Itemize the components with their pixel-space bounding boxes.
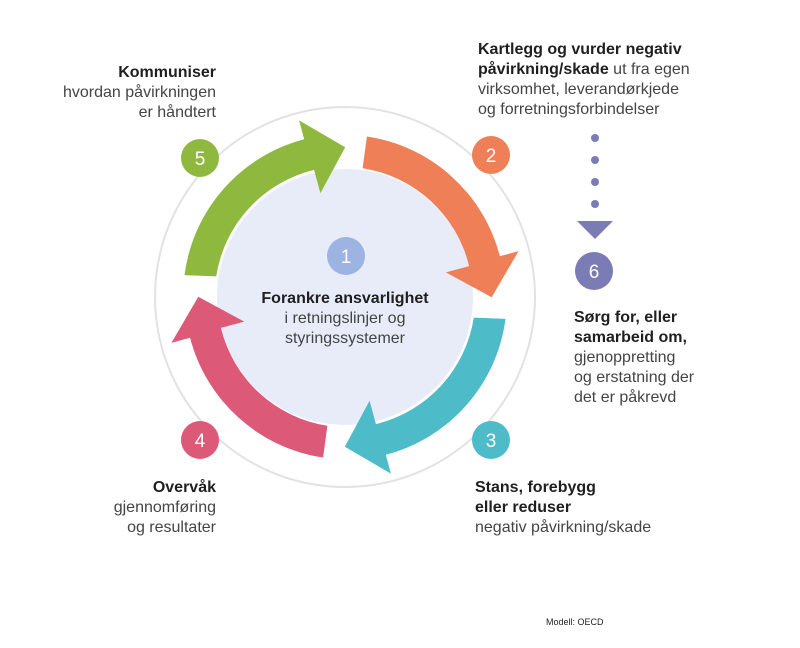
- step-6-bold-line-1: Sørg for, eller: [574, 309, 678, 326]
- step-2-bold-line-2: påvirkning/skade: [478, 61, 609, 78]
- connector-dot: [591, 178, 599, 186]
- outer-ring: [154, 106, 536, 488]
- step-3-label: Stans, forebygg eller reduser negativ på…: [475, 478, 651, 538]
- step-4-label: Overvåk gjennomføring og resultater: [20, 478, 216, 538]
- step-4-line-3: og resultater: [127, 519, 216, 536]
- step-3-bold-line-1: Stans, forebygg: [475, 479, 596, 496]
- step-5-line-3: er håndtert: [138, 104, 216, 121]
- center-circle: [217, 169, 473, 425]
- badge-3: [472, 421, 510, 459]
- source-credit: Modell: OECD: [546, 617, 604, 627]
- step-2-line-4: og forretningsforbindelser: [478, 101, 660, 118]
- connector-dot: [591, 156, 599, 164]
- step-6-line-4: og erstatning der: [574, 369, 695, 386]
- step-5-line-2: hvordan påvirkningen: [63, 84, 216, 101]
- badge-6-number: 6: [589, 262, 600, 283]
- badge-1-number: 1: [341, 247, 352, 268]
- step-6-line-3: gjenoppretting: [574, 349, 676, 366]
- arrow-teal: [344, 317, 506, 474]
- arrow-green: [184, 120, 346, 277]
- step-3-line-3: negativ påvirkning/skade: [475, 519, 652, 536]
- step-6-line-5: det er påkrevd: [574, 389, 677, 406]
- step-4-line-2: gjennomføring: [113, 499, 216, 516]
- badge-4-number: 4: [195, 431, 206, 452]
- connector-dot: [591, 134, 599, 142]
- step-5-bold-line-1: Kommuniser: [118, 64, 216, 81]
- step-6-label: Sørg for, eller samarbeid om, gjenoppret…: [574, 308, 694, 408]
- center-line-3: styringssystemer: [284, 330, 406, 347]
- step-3-bold-line-2: eller reduser: [475, 499, 572, 516]
- badge-1: [327, 237, 365, 275]
- step-2-line-2-rest: ut fra egen: [608, 61, 690, 78]
- step-2-bold-line-1: Kartlegg og vurder negativ: [478, 41, 682, 58]
- center-line-2: i retningslinjer og: [284, 310, 406, 327]
- badge-2: [472, 136, 510, 174]
- step-6-bold-line-2: samarbeid om,: [574, 329, 687, 346]
- badge-5-number: 5: [195, 149, 206, 170]
- step-2-label: Kartlegg og vurder negativ påvirkning/sk…: [478, 40, 690, 120]
- badge-3-number: 3: [486, 431, 497, 452]
- step-4-bold-line-1: Overvåk: [152, 479, 216, 496]
- step-2-line-3: virksomhet, leverandørkjede: [478, 81, 679, 98]
- badge-4: [181, 421, 219, 459]
- badge-2-number: 2: [486, 146, 497, 167]
- arrow-pink: [171, 296, 328, 458]
- badge-6: [575, 252, 613, 290]
- center-title: Forankre ansvarlighet: [261, 290, 429, 307]
- step-5-label: Kommuniser hvordan påvirkningen er håndt…: [20, 63, 216, 123]
- arrow-orange: [362, 136, 519, 298]
- connector-arrowhead: [577, 221, 613, 239]
- center-label: Forankre ansvarlighet i retningslinjer o…: [245, 289, 445, 349]
- connector-dot: [591, 200, 599, 208]
- badge-5: [181, 139, 219, 177]
